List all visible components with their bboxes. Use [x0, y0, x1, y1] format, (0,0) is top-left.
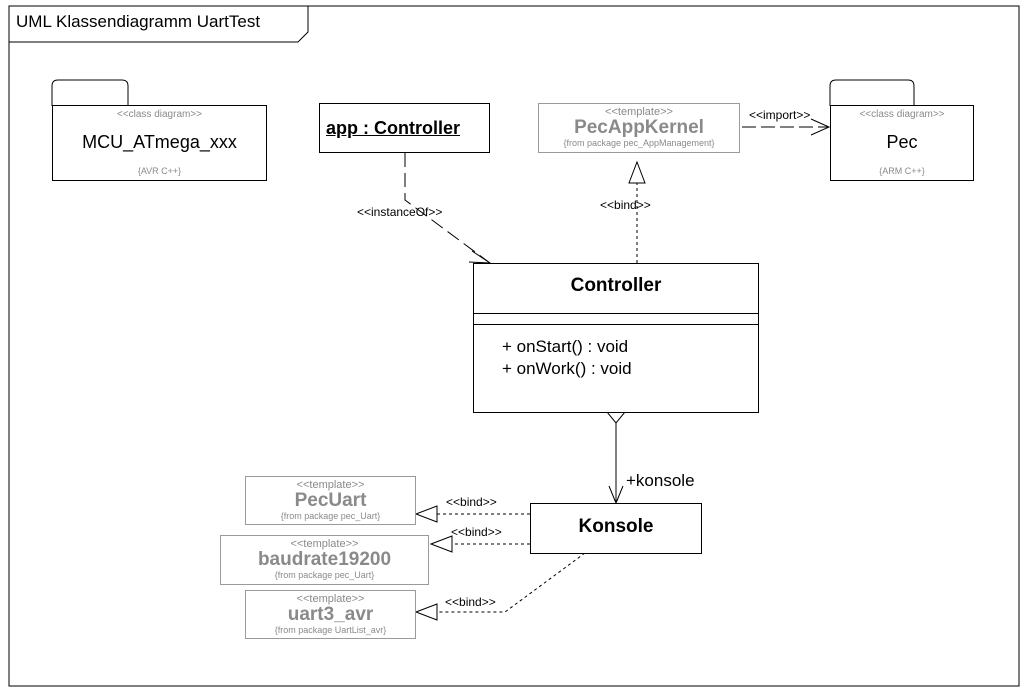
package-pec[interactable]: <<class diagram>> Pec {ARM C++}: [830, 105, 974, 181]
package-mcu-stereotype: <<class diagram>>: [116, 109, 203, 120]
template-pecuart[interactable]: <<template>> PecUart {from package pec_U…: [245, 476, 416, 525]
diagram-frame: [8, 5, 1020, 687]
class-controller[interactable]: Controller + onStart() : void + onWork()…: [473, 263, 759, 413]
frame-name-tab: [9, 6, 309, 43]
template-baudrate19200[interactable]: <<template>> baudrate19200 {from package…: [220, 535, 429, 585]
bind-pecuart-label: <<bind>>: [446, 495, 497, 509]
package-mcu-name: MCU_ATmega_xxx: [82, 132, 237, 152]
bind-kernel-arrowhead: [628, 160, 646, 184]
mcu-package-tab: [51, 79, 129, 106]
template-uart3-stereotype: <<template>>: [296, 593, 365, 605]
konsole-role-label: +konsole: [626, 471, 695, 490]
template-pecappkernel-stereotype: <<template>>: [605, 106, 673, 118]
instanceof-arrowhead: [468, 250, 492, 264]
class-controller-separator-2: [474, 324, 758, 325]
template-uart3-from: {from package UartList_avr}: [274, 625, 387, 635]
instanceof-dependency-line: [404, 153, 491, 264]
bind-pecuart-arrowhead: [414, 505, 438, 523]
instanceof-label: <<instanceOf>>: [357, 205, 443, 219]
package-mcu-language: {AVR C++}: [137, 166, 182, 176]
template-baudrate-from: {from package pec_Uart}: [274, 570, 375, 580]
bind-uart3-arrowhead: [414, 603, 438, 621]
operation-onstart: + onStart() : void: [502, 337, 629, 356]
bind-baudrate-label: <<bind>>: [451, 525, 502, 539]
template-baudrate-name: baudrate19200: [257, 549, 392, 570]
diagram-title: UML Klassendiagramm UartTest: [16, 12, 261, 31]
class-controller-separator-1: [474, 313, 758, 314]
bind-uart3-line: [437, 552, 586, 613]
instance-name: app : Controller: [326, 118, 460, 138]
operation-onwork: + onWork() : void: [502, 359, 632, 378]
template-pecappkernel-from: {from package pec_AppManagement}: [563, 138, 715, 148]
template-pecappkernel[interactable]: <<template>> PecAppKernel {from package …: [538, 103, 740, 153]
bind-uart3-label: <<bind>>: [445, 595, 496, 609]
template-baudrate-stereotype: <<template>>: [290, 538, 359, 550]
template-uart3-avr[interactable]: <<template>> uart3_avr {from package Uar…: [245, 590, 416, 639]
import-arrowhead: [810, 118, 831, 136]
class-controller-name: Controller: [570, 275, 662, 296]
import-label: <<import>>: [749, 108, 811, 122]
class-controller-operations: + onStart() : void + onWork() : void: [502, 336, 632, 380]
template-uart3-name: uart3_avr: [287, 604, 374, 625]
template-pecuart-from: {from package pec_Uart}: [280, 511, 381, 521]
class-konsole[interactable]: Konsole: [530, 503, 702, 554]
bind-baudrate-arrowhead: [429, 535, 453, 553]
package-mcu[interactable]: <<class diagram>> MCU_ATmega_xxx {AVR C+…: [52, 105, 267, 181]
bind-kernel-label: <<bind>>: [600, 198, 651, 212]
pec-package-tab: [829, 79, 915, 106]
instance-app-controller[interactable]: app : Controller: [319, 103, 490, 153]
package-pec-language: {ARM C++}: [879, 166, 925, 176]
template-pecappkernel-name: PecAppKernel: [574, 117, 704, 138]
package-pec-stereotype: <<class diagram>>: [859, 109, 945, 120]
package-pec-name: Pec: [886, 132, 918, 152]
class-konsole-name: Konsole: [578, 516, 654, 537]
template-pecuart-stereotype: <<template>>: [296, 479, 365, 491]
template-pecuart-name: PecUart: [294, 490, 367, 511]
